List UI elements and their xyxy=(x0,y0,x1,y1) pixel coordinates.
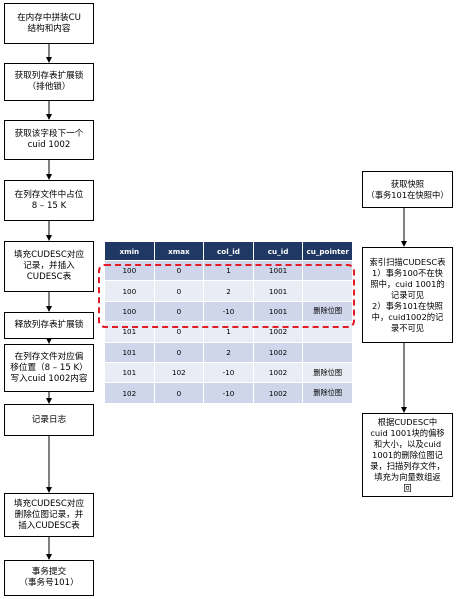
column-header-xmin: xmin xyxy=(104,241,155,261)
table-cell: 0 xyxy=(153,280,205,302)
right-step-read-columns: 根据CUDESC中 cuid 1001块的偏移 和大小，以及cuid 1001的… xyxy=(362,413,453,497)
table-cell: 102 xyxy=(153,361,205,384)
cudesc-table: xmin xmax col_id cu_id cu_pointer 100 0 … xyxy=(104,241,353,404)
column-header-cu-pointer: cu_pointer xyxy=(302,241,353,261)
table-cell: 删除位图 xyxy=(302,300,353,323)
table-cell: 2 xyxy=(203,280,254,302)
table-cell xyxy=(302,280,353,302)
table-cell: 1002 xyxy=(252,382,304,404)
flow-step-release-lock: 释放列存表扩展锁 xyxy=(4,312,94,339)
table-cell: -10 xyxy=(203,361,254,384)
table-cell: 0 xyxy=(153,382,205,404)
table-cell: 100 xyxy=(104,300,155,323)
table-cell: 1001 xyxy=(252,280,304,302)
table-cell: 1 xyxy=(203,259,254,282)
table-cell: 删除位图 xyxy=(302,382,353,404)
table-row: 101 102 -10 1002 删除位图 xyxy=(104,361,353,384)
column-header-col-id: col_id xyxy=(203,241,254,261)
table-cell: 2 xyxy=(203,341,254,363)
table-cell: 0 xyxy=(153,259,205,282)
table-cell xyxy=(302,341,353,363)
table-cell: 101 xyxy=(104,341,155,363)
right-step-index-scan: 索引扫描CUDESC表 1）事务100不在快 照中，cuid 1001的 记录可… xyxy=(362,247,453,343)
table-cell: 1002 xyxy=(252,361,304,384)
table-cell: 1002 xyxy=(252,341,304,363)
table-cell: 100 xyxy=(104,280,155,302)
table-cell: -10 xyxy=(203,382,254,404)
table-cell: 102 xyxy=(104,382,155,404)
column-header-cu-id: cu_id xyxy=(252,241,304,261)
table-header-row: xmin xmax col_id cu_id cu_pointer xyxy=(104,241,353,261)
table-cell: 0 xyxy=(153,341,205,363)
flow-step-reserve-space: 在列存文件中占位 8 – 15 K xyxy=(4,180,94,221)
flow-step-log: 记录日志 xyxy=(4,404,94,436)
table-cell: -10 xyxy=(203,300,254,323)
right-step-snapshot: 获取快照 （事务101在快照中） xyxy=(362,171,453,208)
table-cell: 1001 xyxy=(252,300,304,323)
table-row: 100 0 1 1001 xyxy=(104,259,353,282)
flow-step-write-cu: 在列存文件对应偏 移位置（8 – 15 K） 写入cuid 1002内容 xyxy=(4,344,94,392)
table-cell: 0 xyxy=(153,300,205,323)
flow-step-acquire-lock: 获取列存表扩展锁 （排他锁） xyxy=(4,63,94,101)
flow-step-insert-delete-bitmap: 填充CUDESC对应 删除位图记录，并 插入CUDESC表 xyxy=(4,493,94,537)
table-cell: 1002 xyxy=(252,321,304,343)
table-cell: 0 xyxy=(153,321,205,343)
table-cell: 101 xyxy=(104,361,155,384)
table-cell xyxy=(302,259,353,282)
column-header-xmax: xmax xyxy=(153,241,205,261)
table-row: 102 0 -10 1002 删除位图 xyxy=(104,382,353,404)
flow-step-commit: 事务提交 （事务号101） xyxy=(4,560,94,596)
table-row: 101 0 2 1002 xyxy=(104,341,353,363)
table-cell: 1001 xyxy=(252,259,304,282)
table-cell: 100 xyxy=(104,259,155,282)
table-cell: 101 xyxy=(104,321,155,343)
table-row: 100 0 -10 1001 删除位图 xyxy=(104,300,353,323)
flow-step-get-cuid: 获取该字段下一个 cuid 1002 xyxy=(4,120,94,160)
flow-step-assemble-cu: 在内存中拼装CU 结构和内容 xyxy=(4,3,94,44)
table-cell xyxy=(302,321,353,343)
table-row: 101 0 1 1002 xyxy=(104,321,353,343)
table-cell: 1 xyxy=(203,321,254,343)
table-row: 100 0 2 1001 xyxy=(104,280,353,302)
table-cell: 删除位图 xyxy=(302,361,353,384)
flow-step-insert-cudesc: 填充CUDESC对应 记录，并插入 CUDESC表 xyxy=(4,241,94,292)
